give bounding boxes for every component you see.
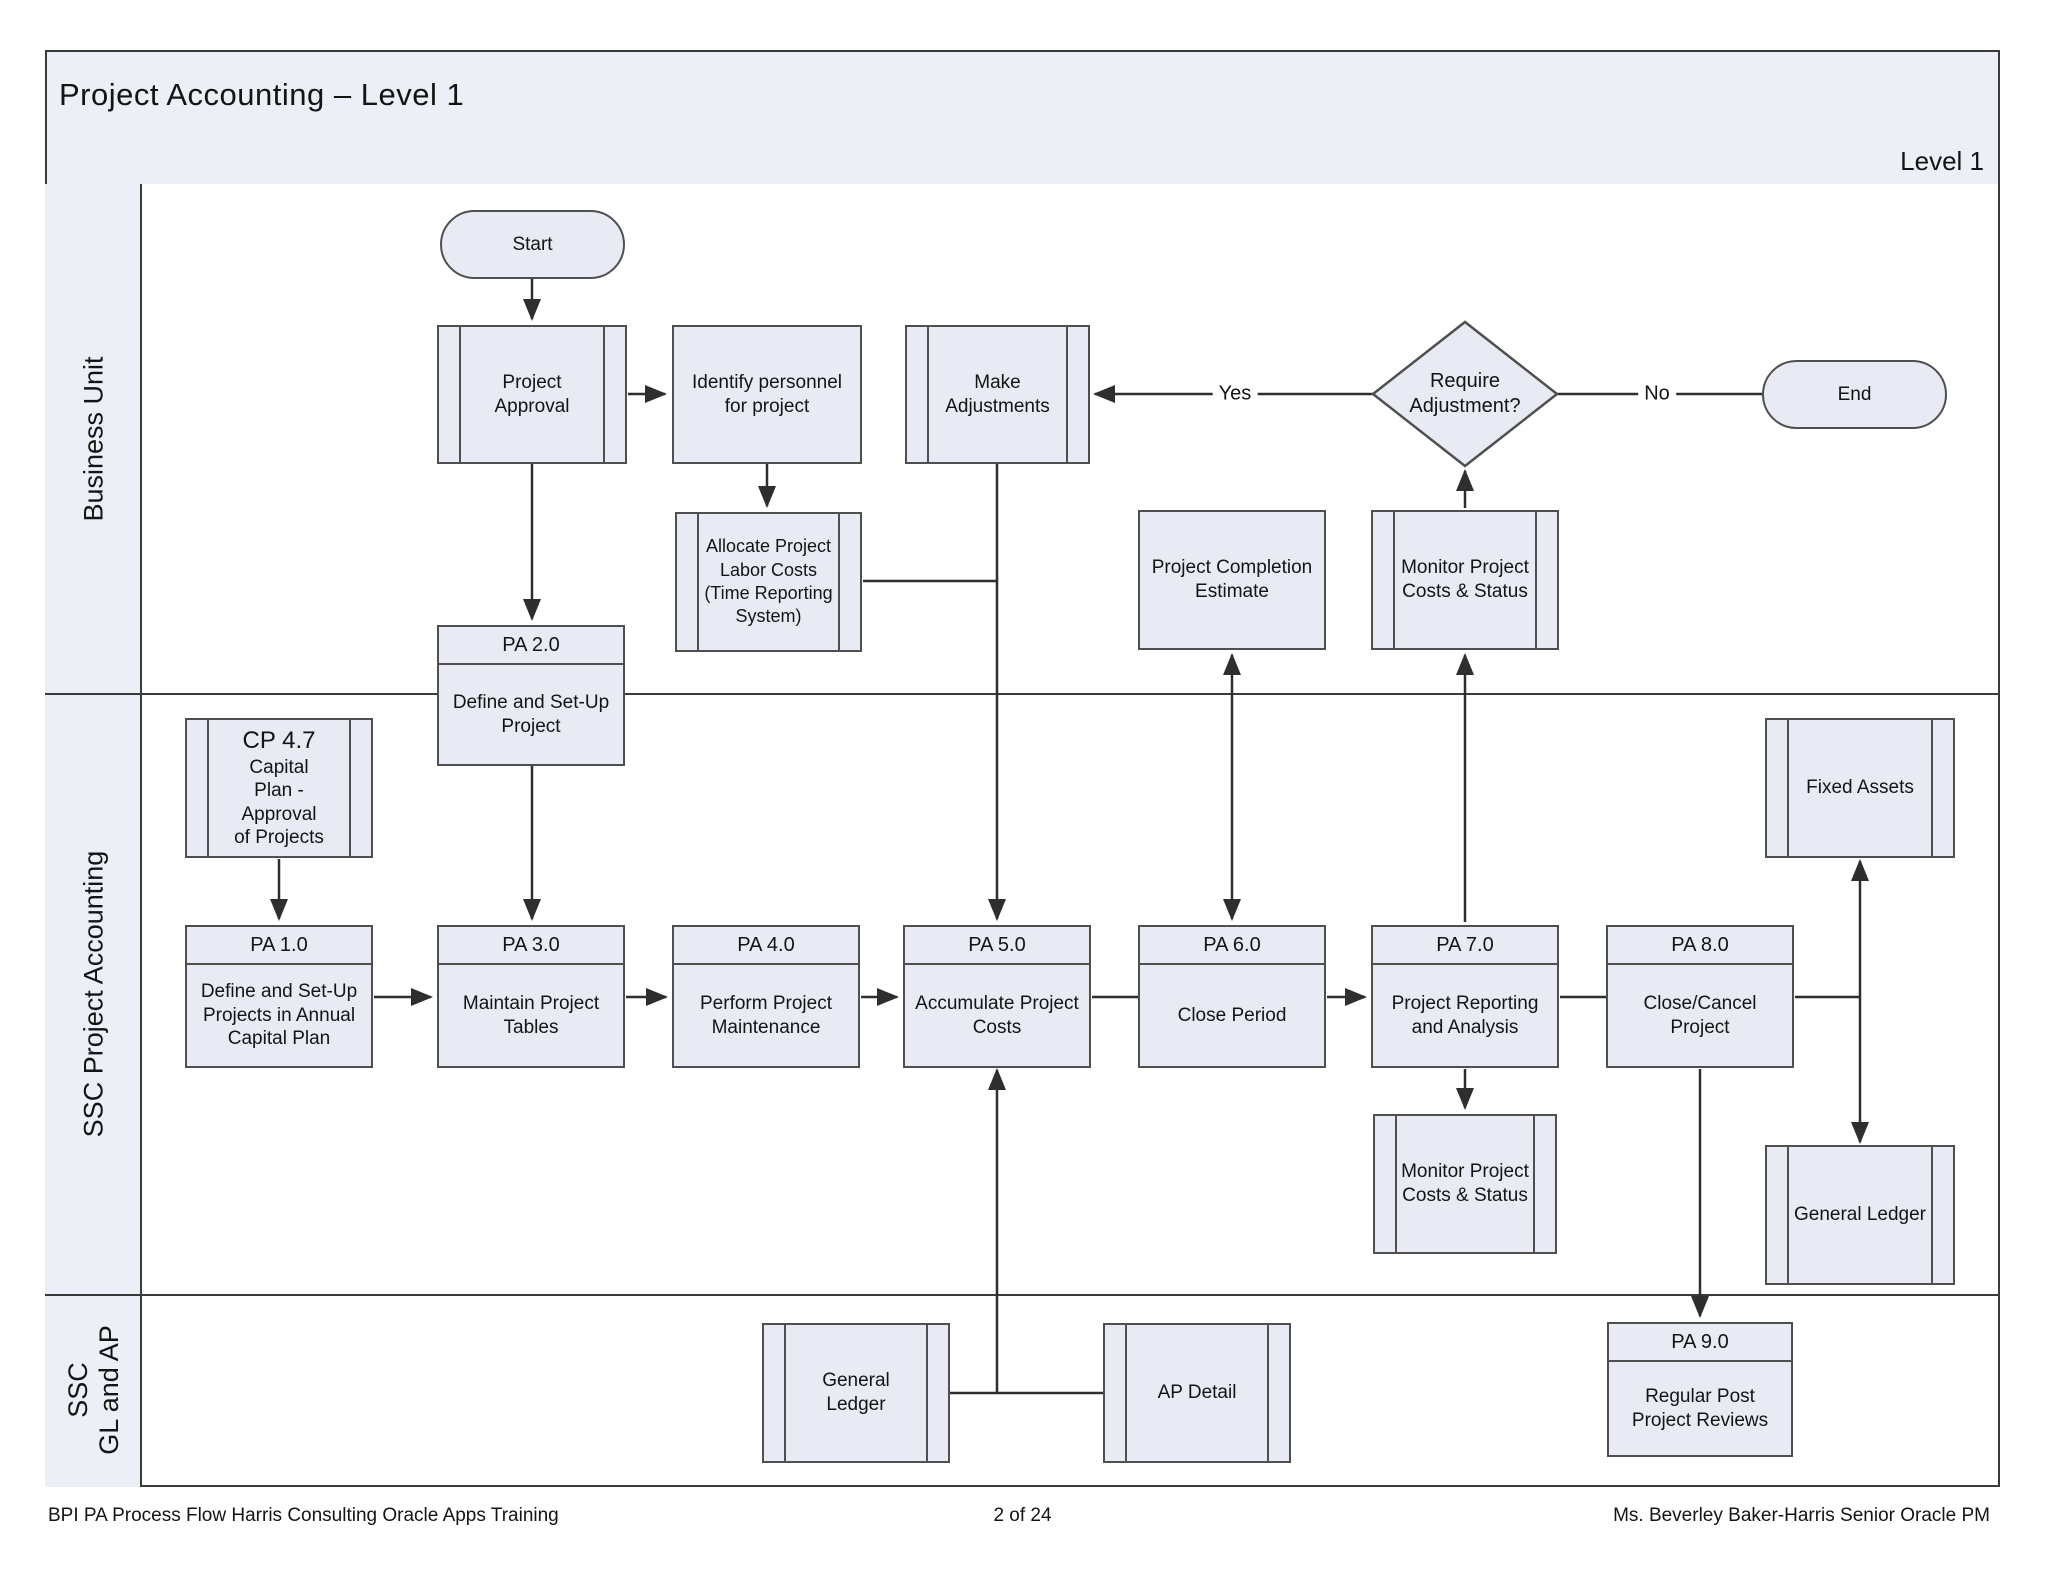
pa2-node: PA 2.0 Define and Set-Up Project: [437, 625, 625, 766]
pa9-node: PA 9.0 Regular Post Project Reviews: [1607, 1322, 1793, 1457]
pa8-node: PA 8.0 Close/Cancel Project: [1606, 925, 1794, 1068]
end-node: End: [1762, 360, 1947, 429]
ap-detail-node: AP Detail: [1103, 1323, 1291, 1463]
pa7-code: PA 7.0: [1373, 927, 1557, 965]
cp47-code: CP 4.7: [242, 727, 316, 755]
monitor-costs-ssc-node: Monitor Project Costs & Status: [1373, 1114, 1557, 1254]
edge-label-yes: Yes: [1212, 382, 1258, 406]
pa5-node: PA 5.0 Accumulate Project Costs: [903, 925, 1091, 1068]
level-badge: Level 1: [45, 138, 2000, 186]
pa5-code: PA 5.0: [905, 927, 1089, 965]
pa7-node: PA 7.0 Project Reporting and Analysis: [1371, 925, 1559, 1068]
pa2-code: PA 2.0: [439, 627, 623, 665]
require-adjustment-diamond: [1370, 320, 1560, 468]
pa6-label: Close Period: [1177, 1004, 1287, 1026]
pa6-code: PA 6.0: [1140, 927, 1324, 965]
project-approval-node: Project Approval: [437, 325, 627, 464]
pa4-label: Perform Project Maintenance: [700, 992, 832, 1038]
pa4-code: PA 4.0: [674, 927, 858, 965]
pa1-code: PA 1.0: [187, 927, 371, 965]
general-ledger-bottom-node: General Ledger: [762, 1323, 950, 1463]
footer-right: Ms. Beverley Baker-Harris Senior Oracle …: [1613, 1505, 1990, 1526]
cp47-node: CP 4.7 Capital Plan - Approval of Projec…: [185, 718, 373, 858]
require-adjustment-label: Require Adjustment?: [1409, 370, 1521, 417]
pa9-code: PA 9.0: [1609, 1324, 1791, 1362]
cp47-label: Capital Plan - Approval of Projects: [234, 756, 324, 849]
pa3-code: PA 3.0: [439, 927, 623, 965]
fixed-assets-node: Fixed Assets: [1765, 718, 1955, 858]
completion-estimate-node: Project Completion Estimate: [1138, 510, 1326, 650]
pa6-node: PA 6.0 Close Period: [1138, 925, 1326, 1068]
pa9-label: Regular Post Project Reviews: [1631, 1385, 1769, 1431]
start-node: Start: [440, 210, 625, 279]
lane-separator-1: [45, 693, 2000, 695]
pa8-code: PA 8.0: [1608, 927, 1792, 965]
identify-personnel-node: Identify personnel for project: [672, 325, 862, 464]
lane-separator-2: [45, 1294, 2000, 1296]
monitor-costs-bu-node: Monitor Project Costs & Status: [1371, 510, 1559, 650]
footer-left: BPI PA Process Flow Harris Consulting Or…: [48, 1505, 559, 1526]
allocate-labor-node: Allocate Project Labor Costs (Time Repor…: [675, 512, 862, 652]
pa1-node: PA 1.0 Define and Set-Up Projects in Ann…: [185, 925, 373, 1068]
pa5-label: Accumulate Project Costs: [915, 992, 1079, 1038]
pa7-label: Project Reporting and Analysis: [1391, 992, 1539, 1038]
pa3-node: PA 3.0 Maintain Project Tables: [437, 925, 625, 1068]
footer-page-number: 2 of 24: [993, 1505, 1052, 1526]
pa4-node: PA 4.0 Perform Project Maintenance: [672, 925, 860, 1068]
pa1-label: Define and Set-Up Projects in Annual Cap…: [200, 981, 358, 1050]
general-ledger-right-node: General Ledger: [1765, 1145, 1955, 1285]
edge-label-no: No: [1638, 382, 1676, 406]
make-adjustments-node: Make Adjustments: [905, 325, 1090, 464]
pa3-label: Maintain Project Tables: [462, 992, 600, 1038]
page-title: Project Accounting – Level 1: [45, 50, 2000, 140]
pa2-label: Define and Set-Up Project: [452, 691, 610, 737]
pa8-label: Close/Cancel Project: [1643, 992, 1757, 1038]
lane-label-column: [45, 184, 142, 1487]
